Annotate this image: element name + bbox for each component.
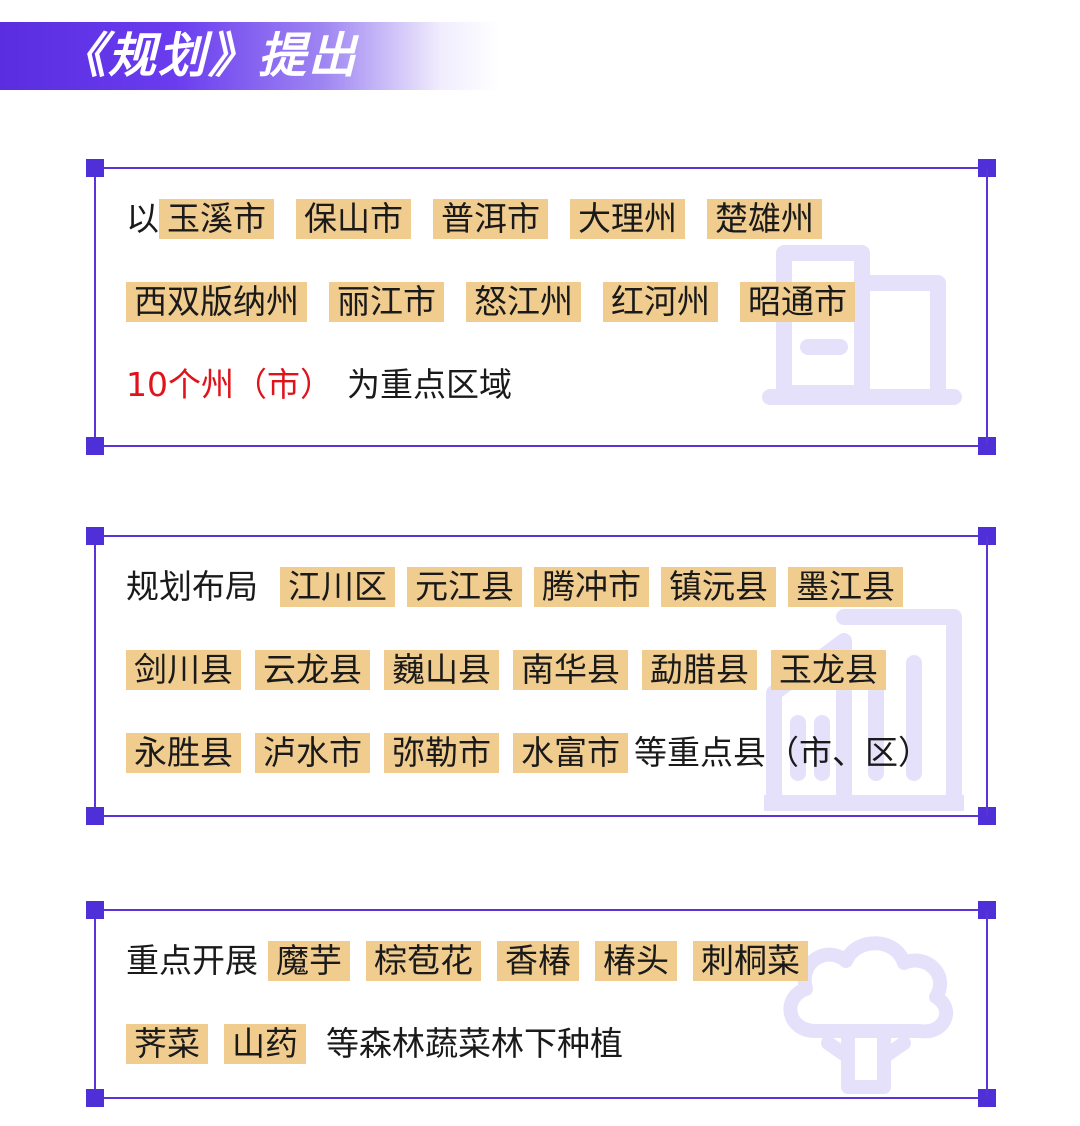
vegetable-tag: 棕苞花 (366, 941, 481, 981)
suffix-text: 等森林蔬菜林下种植 (326, 1024, 623, 1063)
lead-text: 重点开展 (126, 941, 258, 980)
corner-marker (978, 901, 996, 919)
county-tag: 云龙县 (255, 650, 370, 690)
title-banner (0, 22, 500, 90)
forest-vegetables-panel: 重点开展 魔芋 棕苞花 香椿 椿头 刺桐菜 荠菜 山药 等森林蔬菜林下种植 (86, 901, 996, 1107)
region-tag: 楚雄州 (707, 199, 822, 239)
corner-marker (978, 437, 996, 455)
vegetable-tag: 椿头 (595, 941, 677, 981)
county-tag: 永胜县 (126, 733, 241, 773)
vegetable-tag: 魔芋 (268, 941, 350, 981)
region-tag: 玉溪市 (159, 199, 274, 239)
corner-marker (86, 1089, 104, 1107)
page-title: 《规划》提出 (58, 28, 359, 84)
corner-marker (86, 159, 104, 177)
county-tag: 剑川县 (126, 650, 241, 690)
county-tag: 江川区 (280, 567, 395, 607)
suffix-text: 等重点县（市、区） (634, 733, 931, 772)
region-tag: 普洱市 (433, 199, 548, 239)
vegetable-tag: 香椿 (497, 941, 579, 981)
corner-marker (978, 807, 996, 825)
county-tag: 弥勒市 (384, 733, 499, 773)
county-tag: 墨江县 (788, 567, 903, 607)
key-counties-panel: 规划布局 江川区 元江县 腾冲市 镇沅县 墨江县 剑川县 云龙县 巍山县 南华县… (86, 527, 996, 825)
region-tag: 大理州 (570, 199, 685, 239)
vegetable-tag: 荠菜 (126, 1024, 208, 1064)
vegetable-tag: 刺桐菜 (693, 941, 808, 981)
county-tag: 巍山县 (384, 650, 499, 690)
county-tag: 泸水市 (255, 733, 370, 773)
corner-marker (86, 901, 104, 919)
county-tag: 腾冲市 (534, 567, 649, 607)
region-tag: 丽江市 (329, 282, 444, 322)
corner-marker (86, 527, 104, 545)
county-tag: 南华县 (513, 650, 628, 690)
corner-marker (978, 159, 996, 177)
corner-marker (978, 527, 996, 545)
region-tag: 怒江州 (466, 282, 581, 322)
suffix-text: 为重点区域 (347, 365, 512, 404)
corner-marker (86, 437, 104, 455)
county-tag: 水富市 (513, 733, 628, 773)
region-tag: 红河州 (603, 282, 718, 322)
region-tag: 西双版纳州 (126, 282, 307, 322)
county-tag: 玉龙县 (771, 650, 886, 690)
key-regions-panel: 以 玉溪市 保山市 普洱市 大理州 楚雄州 西双版纳州 丽江市 怒江州 红河州 … (86, 159, 996, 455)
corner-marker (978, 1089, 996, 1107)
corner-marker (86, 807, 104, 825)
county-tag: 镇沅县 (661, 567, 776, 607)
county-tag: 元江县 (407, 567, 522, 607)
county-tag: 勐腊县 (642, 650, 757, 690)
vegetable-tag: 山药 (224, 1024, 306, 1064)
tree-icon (783, 936, 954, 1094)
region-tag: 保山市 (296, 199, 411, 239)
lead-text: 规划布局 (126, 567, 258, 606)
highlight-count: 10个州（市） (126, 365, 333, 404)
region-tag: 昭通市 (740, 282, 855, 322)
lead-text: 以 (126, 199, 159, 238)
